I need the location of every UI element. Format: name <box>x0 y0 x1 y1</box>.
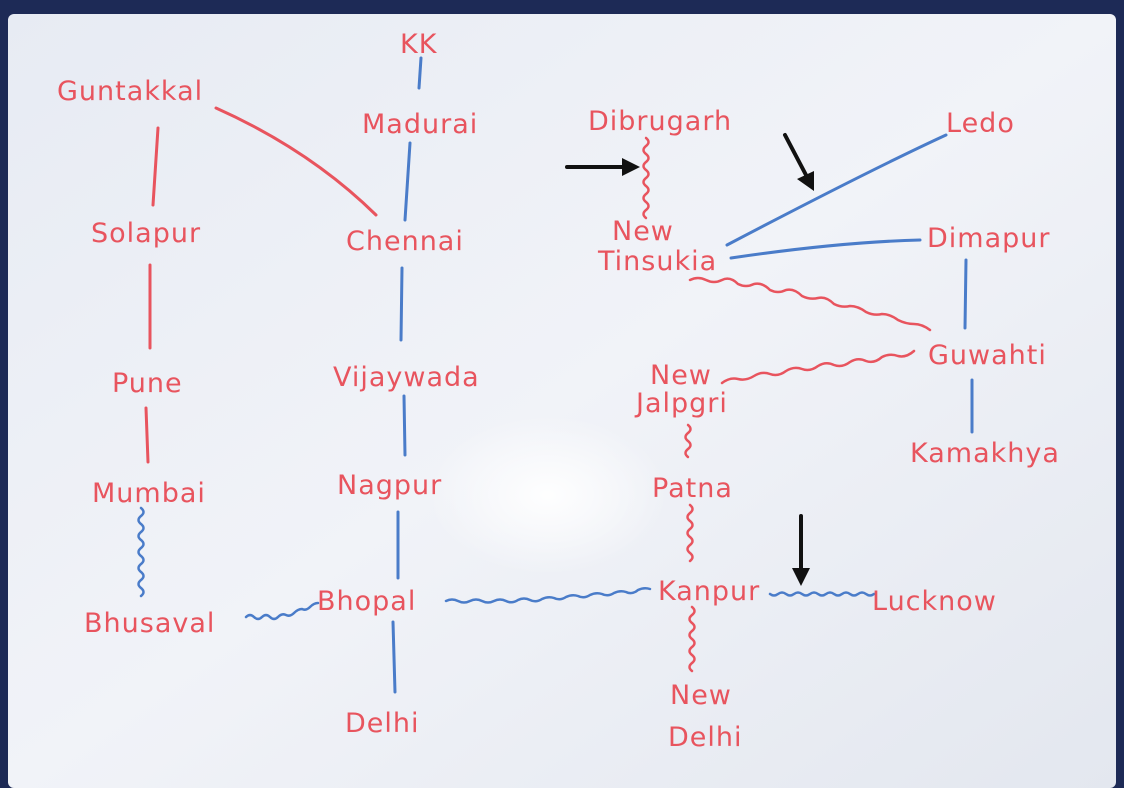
annotation-arrows <box>565 133 814 586</box>
line-kk-madurai <box>417 56 423 90</box>
city-pune: Pune <box>112 368 183 399</box>
city-new-tinsukia-line1: New <box>612 216 674 247</box>
city-new-jalpaiguri-line2: Jalpgri <box>634 388 728 419</box>
red-wavy-lines <box>642 136 932 673</box>
line-pune-mumbai <box>144 406 150 464</box>
red-lines <box>144 106 378 464</box>
line-dibrugarh-newtinsukia <box>642 136 650 220</box>
line-newtinsukia-guwahati <box>688 276 932 332</box>
line-chennai-vijayawada <box>399 266 404 342</box>
line-bhopal-delhi <box>391 620 397 694</box>
city-new-delhi-line2: Delhi <box>668 722 743 753</box>
line-newtinsukia-dimapur <box>729 238 922 260</box>
line-guntakkal-solapur <box>151 126 160 207</box>
city-lucknow: Lucknow <box>872 586 997 617</box>
line-madurai-chennai <box>403 141 412 222</box>
line-newjalpaiguri-guwahati <box>720 349 916 385</box>
city-patna: Patna <box>652 473 733 504</box>
arrow-down-right-icon <box>783 133 814 191</box>
city-madurai: Madurai <box>362 109 478 140</box>
city-guntakkal: Guntakkal <box>57 76 203 107</box>
line-kanpur-lucknow <box>768 591 876 597</box>
city-bhusaval: Bhusaval <box>84 608 215 639</box>
blue-lines <box>391 56 974 694</box>
line-bhopal-kanpur <box>444 586 652 604</box>
light-glare <box>428 415 668 575</box>
city-nagpur: Nagpur <box>337 470 442 501</box>
blue-wavy-lines <box>137 506 876 621</box>
city-bhopal: Bhopal <box>317 586 416 617</box>
line-bhusaval-bhopal <box>244 601 320 621</box>
city-chennai: Chennai <box>346 226 464 257</box>
city-mumbai: Mumbai <box>92 478 206 509</box>
arrow-right-icon <box>565 158 640 176</box>
city-kk: KK <box>400 29 438 60</box>
line-newtinsukia-ledo <box>725 133 948 247</box>
line-mumbai-bhusaval <box>137 506 145 598</box>
city-delhi: Delhi <box>345 708 420 739</box>
line-dimapur-guwahati <box>963 258 968 330</box>
line-patna-kanpur <box>686 503 694 563</box>
arrow-down-icon <box>792 514 810 586</box>
city-vijayawada: Vijaywada <box>333 362 480 393</box>
city-kamakhya: Kamakhya <box>910 438 1060 469</box>
city-new-tinsukia-line2: Tinsukia <box>597 246 717 277</box>
city-dimapur: Dimapur <box>927 223 1051 254</box>
line-guntakkal-chennai <box>214 106 378 217</box>
line-kanpur-newdelhi <box>688 605 696 673</box>
line-vijayawada-nagpur <box>402 394 407 457</box>
line-newjalpaiguri-patna <box>684 423 692 459</box>
city-dibrugarh: Dibrugarh <box>588 106 732 137</box>
city-labels: KK Madurai Guntakkal Chennai Solapur Pun… <box>57 29 1060 753</box>
city-new-delhi-line1: New <box>670 680 732 711</box>
city-solapur: Solapur <box>91 218 201 249</box>
city-guwahati: Guwahti <box>928 340 1047 371</box>
city-kanpur: Kanpur <box>658 576 760 607</box>
city-ledo: Ledo <box>946 108 1015 139</box>
city-new-jalpaiguri-line1: New <box>650 360 712 391</box>
